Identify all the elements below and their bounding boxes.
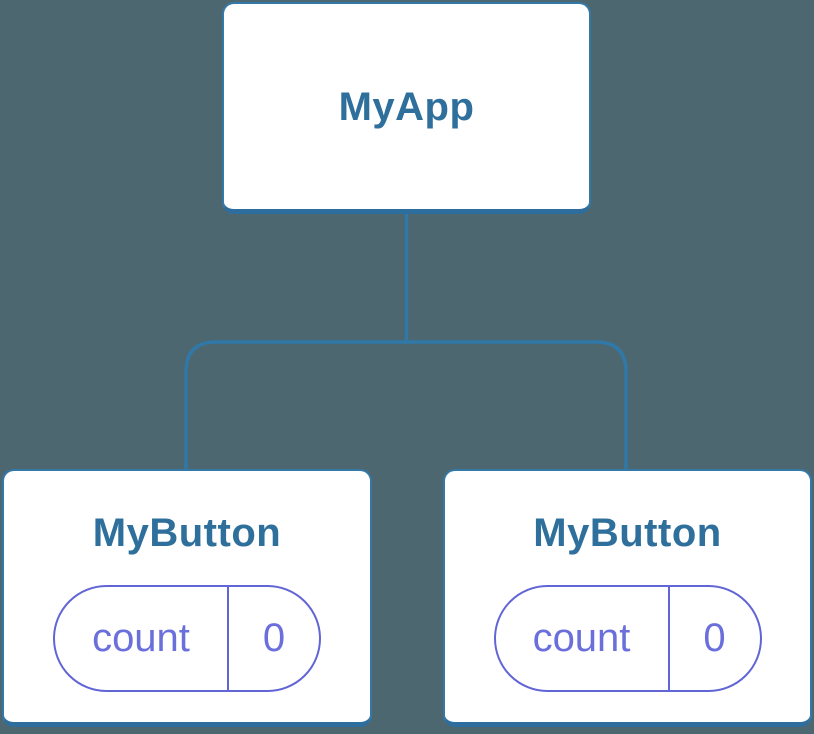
root-component-box: MyApp [222, 2, 591, 214]
root-component-label: MyApp [338, 84, 475, 129]
state-pill: count 0 [493, 585, 762, 692]
state-value: 0 [227, 587, 319, 690]
children-bracket-line [184, 340, 628, 470]
state-name: count [92, 616, 190, 660]
child-component-label: MyButton [533, 511, 722, 555]
child-component-box-right: MyButton count 0 [443, 469, 812, 727]
child-component-label: MyButton [92, 511, 282, 555]
state-name: count [532, 616, 631, 660]
child-component-box-left: MyButton count 0 [2, 469, 372, 727]
state-pill: count 0 [53, 585, 321, 692]
state-value: 0 [667, 587, 760, 690]
